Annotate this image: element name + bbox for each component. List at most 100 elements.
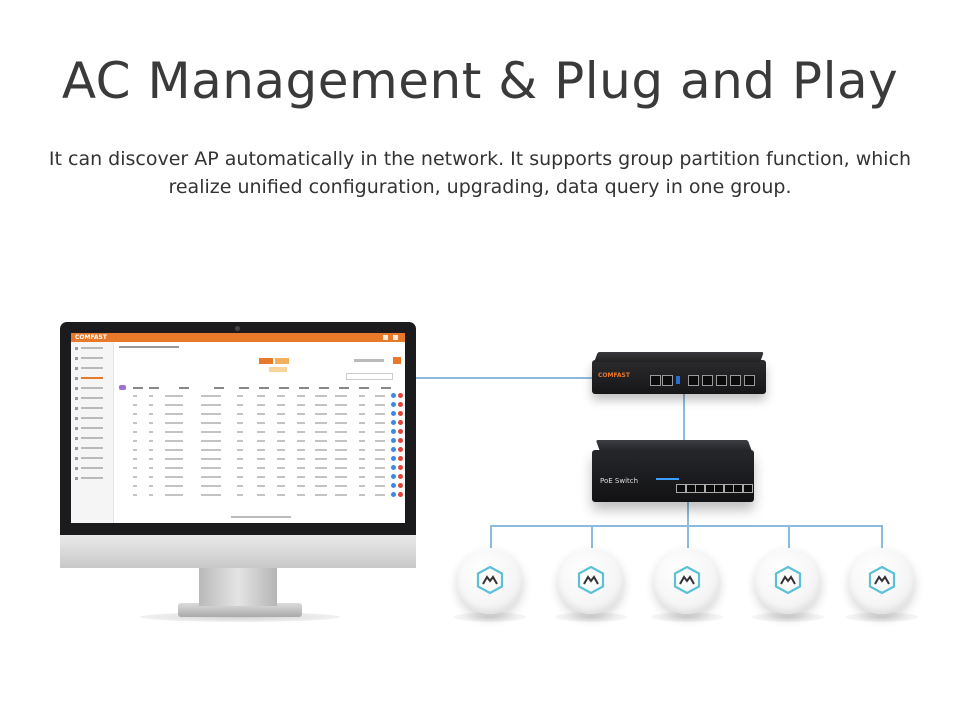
- table-cell: [237, 476, 243, 478]
- table-cell: [315, 431, 327, 433]
- table-cell: [165, 467, 183, 469]
- poe-port: [676, 484, 686, 493]
- app-tab: [259, 358, 273, 364]
- app-sidebar-item: [75, 354, 113, 362]
- table-row: [119, 402, 403, 408]
- table-cell: [165, 440, 183, 442]
- table-cell: [277, 467, 285, 469]
- app-sidebar-label: [81, 367, 103, 369]
- poe-port: [685, 484, 696, 493]
- table-cell: [165, 485, 183, 487]
- table-cell: [165, 431, 183, 433]
- app-select: [346, 373, 393, 380]
- app-sidebar-item: [75, 414, 113, 422]
- app-sidebar-label: [81, 397, 103, 399]
- app-sidebar-item: [75, 474, 113, 482]
- edit-icon: [391, 483, 396, 488]
- table-cell: [335, 485, 347, 487]
- table-cell: [165, 395, 183, 397]
- app-title-bar: COMFAST: [71, 333, 405, 342]
- table-cell: [257, 476, 265, 478]
- delete-icon: [398, 483, 403, 488]
- table-cell: [315, 440, 327, 442]
- close-icon: [393, 335, 398, 340]
- table-cell: [315, 458, 327, 460]
- table-cell: [359, 422, 365, 424]
- access-point: [755, 548, 821, 614]
- table-cell: [375, 422, 385, 424]
- table-cell: [237, 467, 243, 469]
- table-row: [119, 456, 403, 462]
- table-cell: [359, 449, 365, 451]
- ethernet-port: [744, 375, 755, 386]
- table-cell: [297, 413, 305, 415]
- table-cell: [359, 431, 365, 433]
- monitor-screen: COMFAST: [71, 333, 405, 523]
- router-brand-label: COMFAST: [598, 372, 630, 379]
- table-cell: [257, 422, 265, 424]
- comfast-hexagon-logo-icon: [476, 566, 504, 594]
- app-sidebar-item: [75, 374, 113, 382]
- edit-icon: [391, 465, 396, 470]
- table-cell: [375, 476, 385, 478]
- table-cell: [359, 458, 365, 460]
- table-cell: [359, 467, 365, 469]
- table-cell: [315, 494, 327, 496]
- table-cell: [375, 467, 385, 469]
- table-cell: [277, 413, 285, 415]
- table-cell: [359, 485, 365, 487]
- table-cell: [315, 422, 327, 424]
- table-cell: [359, 413, 365, 415]
- table-cell: [297, 404, 305, 406]
- status-led: [668, 478, 672, 480]
- app-sidebar-label: [81, 417, 103, 419]
- table-cell: [201, 422, 221, 424]
- delete-icon: [398, 393, 403, 398]
- access-point: [558, 548, 624, 614]
- app-sidebar-label: [81, 477, 103, 479]
- poe-port: [733, 484, 743, 493]
- table-cell: [335, 413, 347, 415]
- edit-icon: [391, 420, 396, 425]
- table-cell: [257, 431, 265, 433]
- menu-icon: [75, 366, 78, 370]
- table-cell: [297, 458, 305, 460]
- table-row: [119, 474, 403, 480]
- app-tab-note: [269, 367, 287, 372]
- poe-port: [695, 484, 705, 493]
- delete-icon: [398, 465, 403, 470]
- app-sidebar-item: [75, 364, 113, 372]
- table-cell: [277, 440, 285, 442]
- app-table-column-header: [259, 387, 269, 389]
- access-point: [849, 548, 915, 614]
- ac-router: COMFAST: [592, 352, 766, 394]
- table-cell: [375, 449, 385, 451]
- table-cell: [277, 449, 285, 451]
- table-cell: [315, 395, 327, 397]
- table-cell: [133, 440, 137, 442]
- table-row: [119, 429, 403, 435]
- table-cell: [237, 440, 243, 442]
- table-cell: [297, 440, 305, 442]
- usb-port: [676, 376, 680, 384]
- app-tabs: [259, 358, 291, 364]
- app-sidebar-item: [75, 464, 113, 472]
- table-cell: [297, 422, 305, 424]
- app-sidebar-label: [81, 457, 103, 459]
- table-cell: [315, 467, 327, 469]
- table-cell: [297, 485, 305, 487]
- poe-port: [742, 484, 753, 493]
- table-cell: [149, 458, 153, 460]
- table-cell: [133, 485, 137, 487]
- table-cell: [257, 404, 265, 406]
- app-footer-text: [231, 516, 291, 518]
- table-row: [119, 483, 403, 489]
- link-ap-4: [788, 525, 790, 549]
- status-led: [671, 478, 674, 480]
- delete-icon: [398, 492, 403, 497]
- app-sidebar-item: [75, 394, 113, 402]
- table-cell: [297, 476, 305, 478]
- app-table-column-header: [179, 387, 189, 389]
- menu-icon: [75, 446, 78, 450]
- app-sidebar-label: [81, 377, 103, 379]
